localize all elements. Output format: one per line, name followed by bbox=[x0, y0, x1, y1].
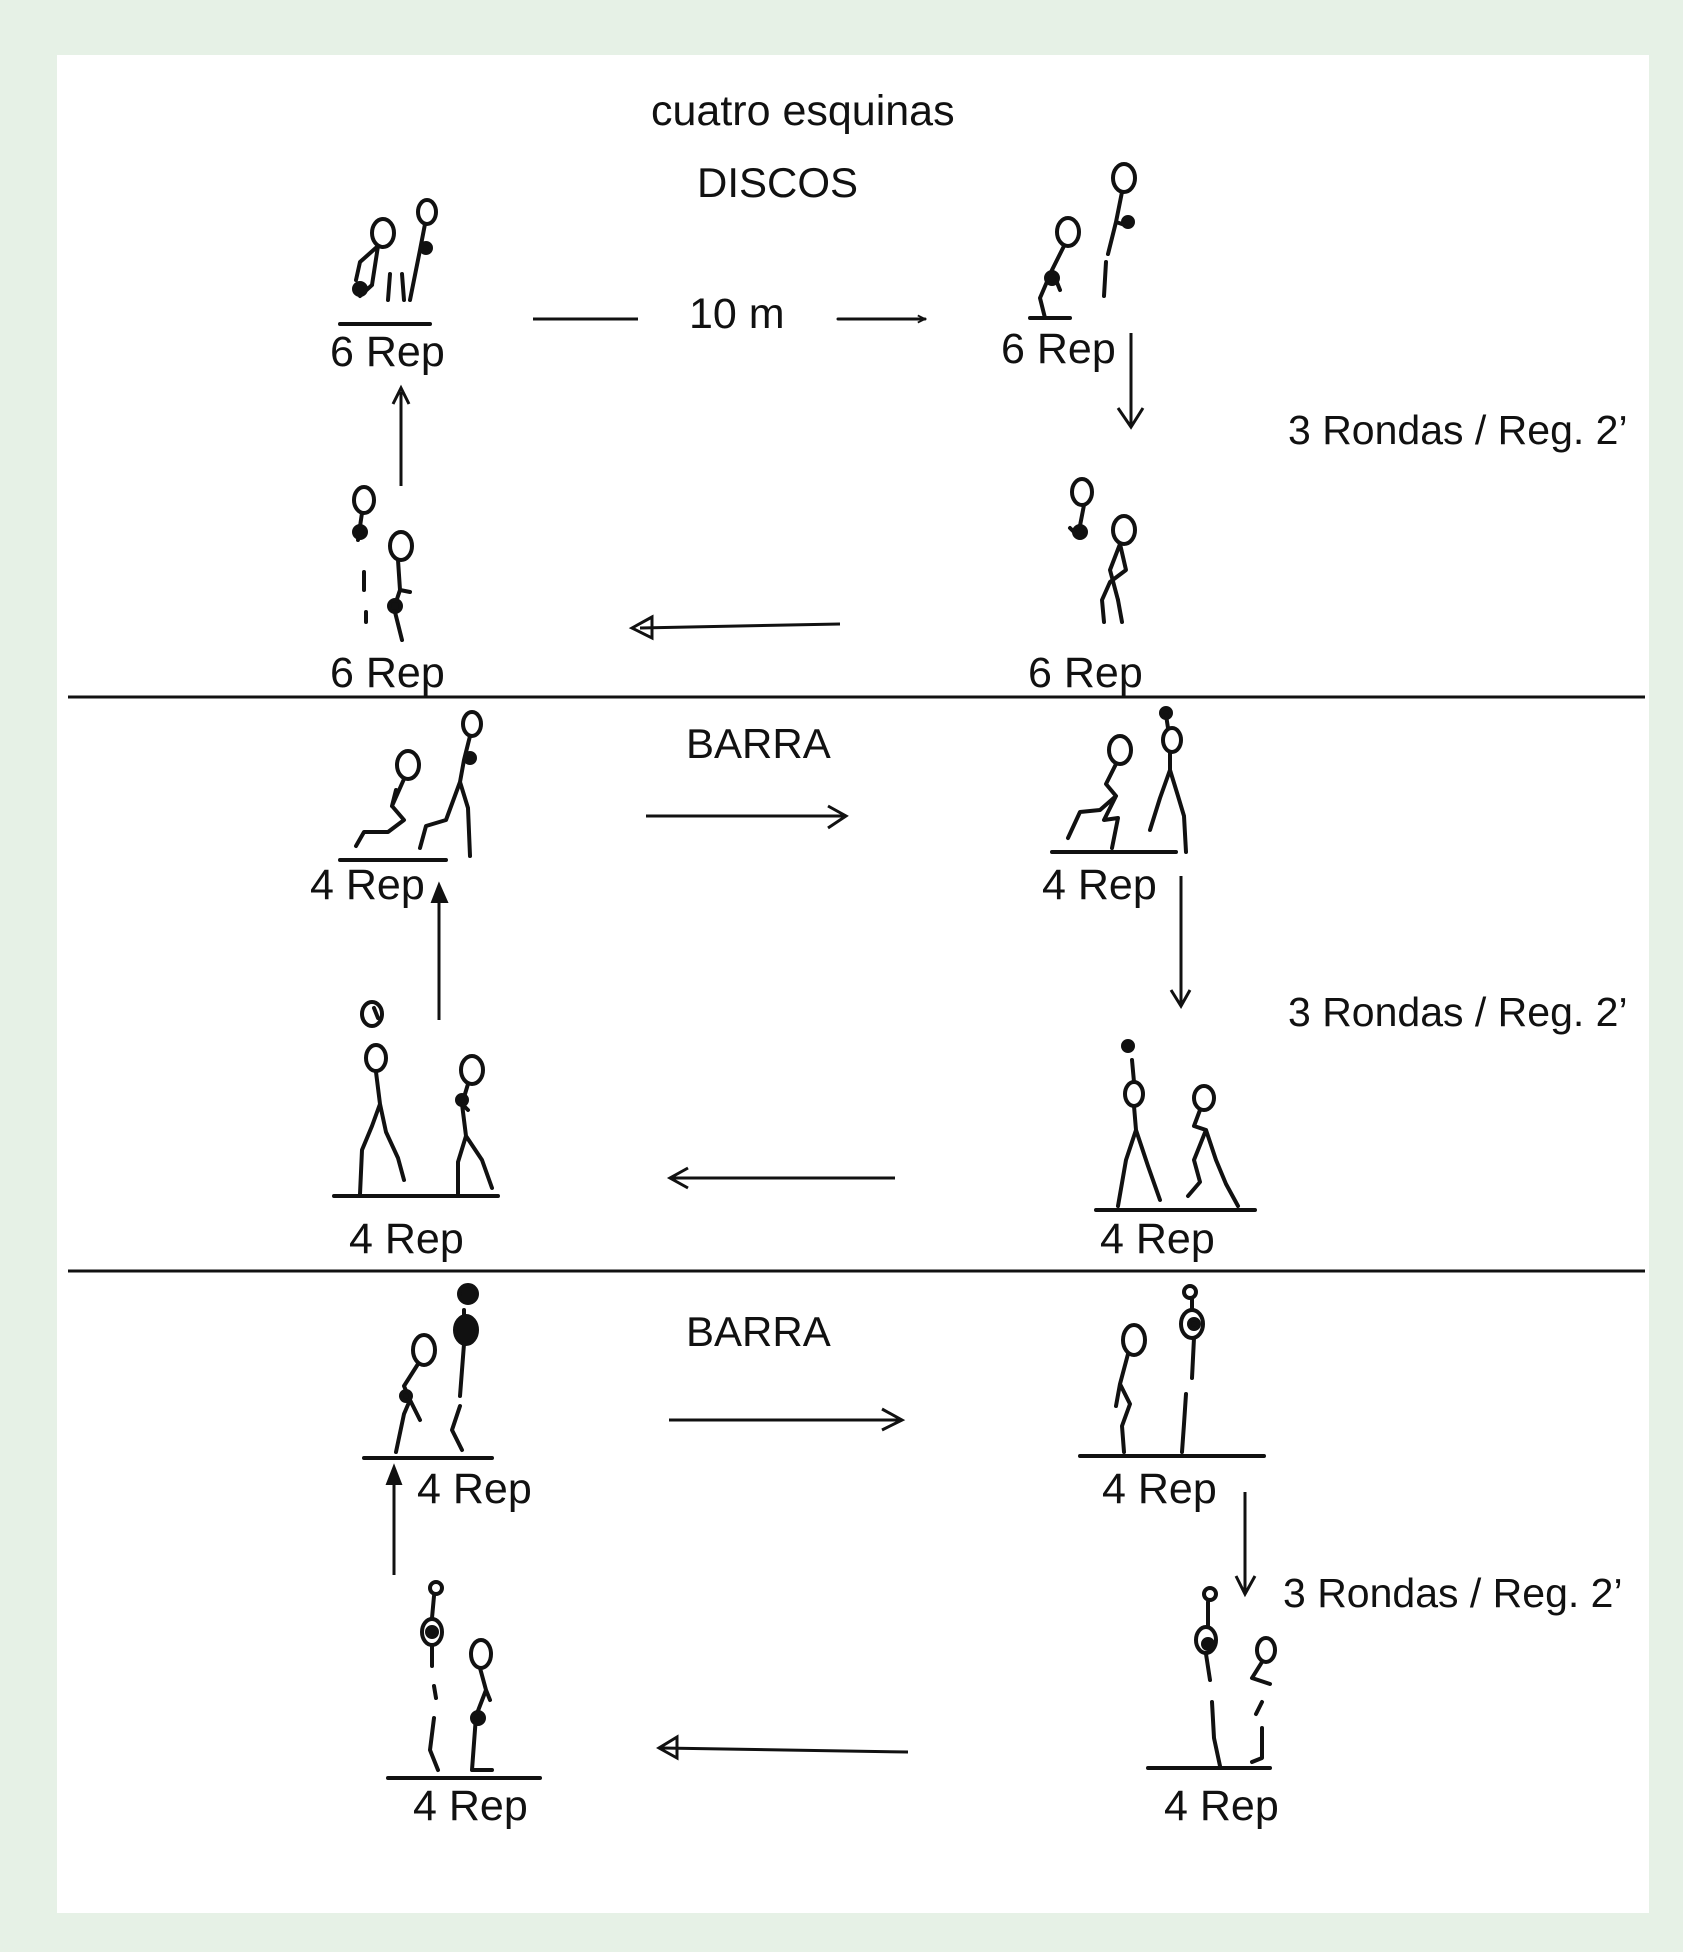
arrow-down-head bbox=[1169, 989, 1192, 1009]
exercise-figure-icon bbox=[1146, 1586, 1277, 1770]
station-reps-bottom-right: 4 Rep bbox=[1164, 1782, 1279, 1830]
exercise-figure-icon bbox=[338, 198, 438, 326]
arrow-left bbox=[639, 622, 841, 630]
rounds-note: 3 Rondas / Reg. 2’ bbox=[1283, 1570, 1623, 1616]
exercise-figure-icon bbox=[1068, 477, 1137, 624]
station-reps-bottom-left: 6 Rep bbox=[330, 649, 445, 697]
rounds-note: 3 Rondas / Reg. 2’ bbox=[1288, 407, 1628, 453]
station-reps-bottom-left: 4 Rep bbox=[349, 1215, 464, 1263]
exercise-figure-icon bbox=[332, 1000, 500, 1198]
arrow-up-head bbox=[385, 1463, 403, 1485]
exercise-figure-icon bbox=[1028, 162, 1137, 320]
arrow-right-head bbox=[881, 1407, 906, 1432]
station-reps-bottom-right: 6 Rep bbox=[1028, 649, 1143, 697]
distance-label: 10 m bbox=[689, 290, 785, 338]
exercise-figure-icon bbox=[1050, 706, 1188, 854]
station-reps-top-right: 4 Rep bbox=[1102, 1465, 1217, 1513]
section-heading: BARRA bbox=[686, 720, 831, 767]
arrow-up-head bbox=[391, 384, 411, 405]
exercise-figure-icon bbox=[1094, 1039, 1257, 1212]
station-reps-top-left: 4 Rep bbox=[310, 861, 425, 909]
exercise-figure-icon bbox=[362, 1283, 494, 1460]
arrow-down-head bbox=[1234, 1575, 1257, 1598]
arrow-up-head bbox=[430, 881, 449, 903]
station-reps-top-left: 6 Rep bbox=[330, 328, 445, 376]
arrow-left-head bbox=[666, 1166, 689, 1190]
exercise-figure-icon bbox=[338, 710, 483, 862]
station-reps-bottom-left: 4 Rep bbox=[413, 1782, 528, 1830]
arrow-left-head bbox=[628, 614, 654, 641]
station-reps-bottom-right: 4 Rep bbox=[1100, 1215, 1215, 1263]
diagram-sheet bbox=[57, 55, 1649, 1913]
station-reps-top-right: 4 Rep bbox=[1042, 861, 1157, 909]
exercise-figure-icon bbox=[352, 485, 414, 642]
exercise-figure-icon bbox=[386, 1580, 542, 1780]
exercise-figure-icon bbox=[1078, 1284, 1266, 1458]
rounds-note: 3 Rondas / Reg. 2’ bbox=[1288, 989, 1628, 1035]
station-reps-top-right: 6 Rep bbox=[1001, 325, 1116, 373]
section-heading: BARRA bbox=[686, 1308, 831, 1355]
arrow-left-head bbox=[656, 1734, 679, 1761]
arrow-left bbox=[661, 1746, 909, 1754]
diagram-title: cuatro esquinas bbox=[651, 87, 955, 135]
section-heading: DISCOS bbox=[697, 159, 859, 206]
arrow-down-head bbox=[1116, 407, 1145, 430]
station-reps-top-left: 4 Rep bbox=[417, 1465, 532, 1513]
arrow-right-head bbox=[827, 804, 849, 830]
